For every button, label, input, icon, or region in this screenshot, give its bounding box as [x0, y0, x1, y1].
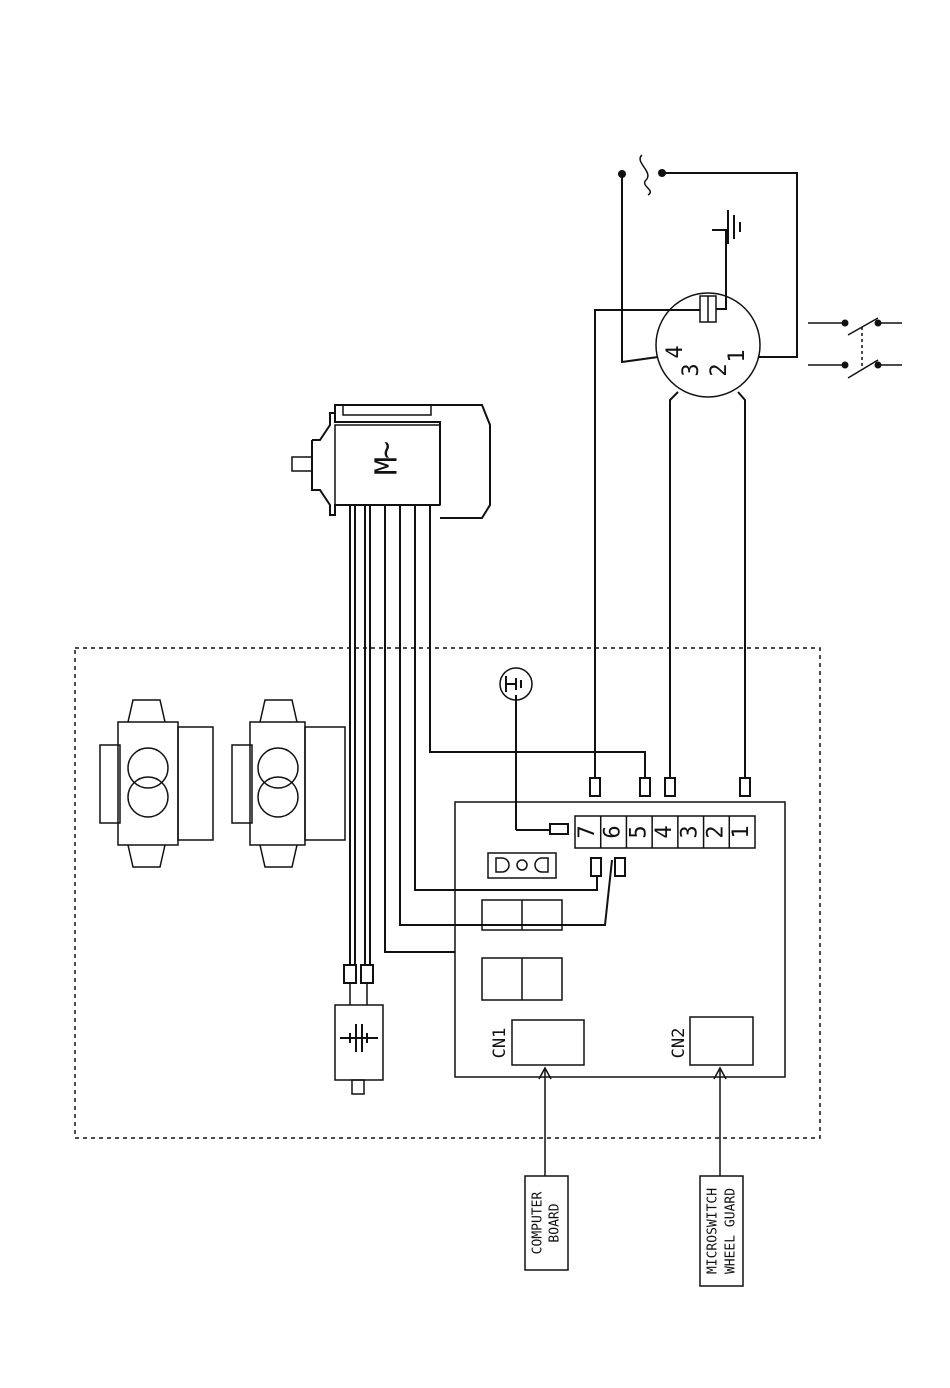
cn2-arrow [714, 1068, 726, 1176]
socket-pin-1: 1 [725, 349, 750, 362]
terminal-number: 3 [678, 825, 703, 838]
socket-wires [595, 173, 797, 778]
motor-shaft [292, 457, 312, 471]
terminal-number: 7 [575, 825, 600, 838]
motor: M ~ [292, 405, 490, 518]
terminal-number: 1 [729, 825, 754, 838]
terminal-leads [590, 778, 750, 796]
mains-switch [808, 318, 902, 378]
capacitor [335, 965, 383, 1094]
transformer-1 [100, 700, 213, 867]
cn2-label: CN2 [669, 1028, 689, 1059]
computer-board-label-1: COMPUTER [531, 1192, 546, 1255]
connector-cn2: CN2 [669, 1017, 753, 1065]
socket-pin-4: 4 [663, 345, 688, 358]
cn1-arrow [539, 1068, 551, 1176]
terminal-number: 5 [626, 825, 651, 838]
microswitch-label-1: MICROSWITCH [706, 1188, 721, 1274]
microswitch-label-2: WHEEL GUARD [724, 1188, 739, 1274]
socket-pin-3: 3 [679, 363, 704, 376]
motor-wires [350, 505, 645, 965]
socket-pin-2: 2 [707, 363, 732, 376]
terminal-number: 6 [601, 825, 626, 838]
transformer-2 [232, 700, 345, 867]
terminal-block [516, 695, 755, 848]
computer-board-box: COMPUTER BOARD [525, 1176, 568, 1270]
supply-fuse [618, 155, 666, 195]
terminal-number: 2 [703, 825, 728, 838]
connector-cn1: CN1 [490, 1020, 584, 1065]
cn1-label: CN1 [490, 1028, 510, 1059]
computer-board-label-2: BOARD [548, 1203, 563, 1242]
microswitch-box: MICROSWITCH WHEEL GUARD [700, 1176, 743, 1286]
mains-socket: 4 3 2 1 [656, 293, 760, 397]
fuse-holder [488, 853, 556, 878]
motor-ac-symbol: ~ [370, 441, 405, 459]
terminal-number: 4 [652, 825, 677, 838]
